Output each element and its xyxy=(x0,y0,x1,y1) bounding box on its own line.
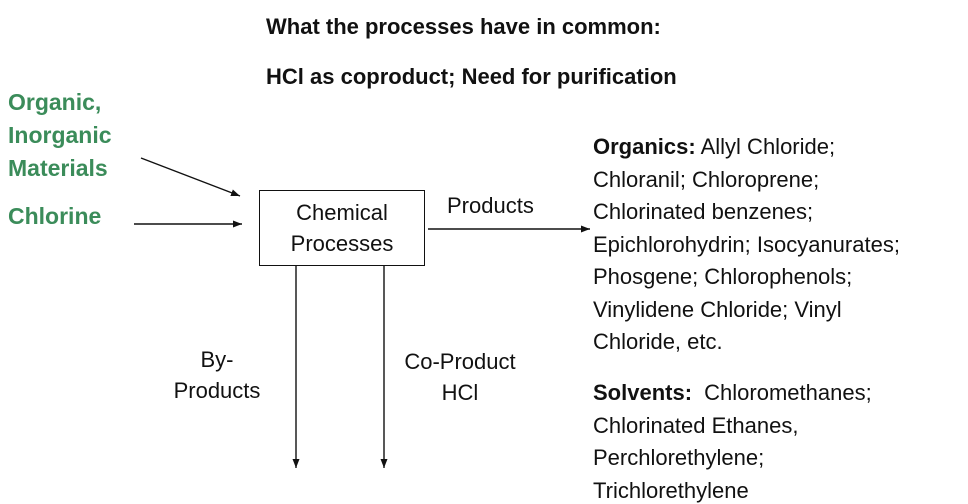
organics-item: Vinylidene Chloride; Vinyl xyxy=(593,296,842,322)
coproduct-hcl-label: Co-Product HCl xyxy=(404,349,516,405)
solvents-item: Trichlorethylene xyxy=(593,477,749,503)
solvents-line-1: Solvents: Chloromethanes; xyxy=(593,377,963,410)
organics-item: Chlorinated benzenes; xyxy=(593,199,814,224)
organics-item: Allyl Chloride; xyxy=(700,134,836,159)
input-materials-label: Organic, Inorganic Materials xyxy=(8,89,112,181)
organics-item: Chloride, etc. xyxy=(593,329,723,354)
solvents-item: Chloromethanes; xyxy=(704,380,872,405)
materials-arrow xyxy=(140,157,241,197)
byproducts-label: By- Products xyxy=(173,347,261,403)
products-arrow-label: Products xyxy=(447,193,534,218)
heading-coproduct: HCl as coproduct; Need for purification xyxy=(266,64,677,89)
organics-item: Phosgene; Chlorophenols; xyxy=(593,264,853,289)
solvents-list: Solvents: Chloromethanes; Chlorinated Et… xyxy=(593,377,963,504)
organics-title: Organics: xyxy=(593,134,696,159)
process-box-label: Chemical Processes xyxy=(290,200,394,256)
solvents-item: Chlorinated Ethanes, xyxy=(593,412,799,438)
input-chlorine-label: Chlorine xyxy=(8,203,102,229)
solvents-title: Solvents: xyxy=(593,380,693,405)
organics-item: Chloranil; Chloroprene; xyxy=(593,166,820,192)
organics-line-1: Organics: Allyl Chloride; xyxy=(593,131,963,164)
organics-item: Epichlorohydrin; Isocyanurates; xyxy=(593,231,900,257)
chemical-processes-box: Chemical Processes xyxy=(259,190,425,266)
solvents-item: Perchlorethylene; xyxy=(593,445,765,470)
organics-list: Organics: Allyl Chloride; Chloranil; Chl… xyxy=(593,131,963,359)
heading-common: What the processes have in common: xyxy=(266,14,661,39)
